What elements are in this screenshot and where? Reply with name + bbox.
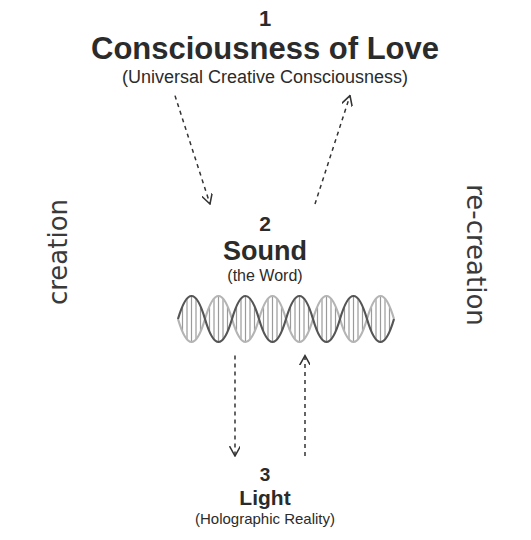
step-number: 2 [223, 212, 307, 236]
side-label: re-creation [463, 184, 489, 326]
node-subtitle: (Holographic Reality) [195, 510, 335, 527]
dashed-arrow [175, 96, 210, 204]
text-node: 1Consciousness of Love(Universal Creativ… [85, 4, 445, 90]
node-subtitle: (Universal Creative Consciousness) [91, 67, 439, 88]
text-node: 2Sound(the Word) [217, 210, 313, 350]
node-heading: Sound [223, 236, 307, 267]
step-number: 1 [91, 6, 439, 31]
helix-strand [178, 296, 394, 342]
dna-helix [178, 296, 394, 342]
step-number: 3 [195, 464, 335, 486]
node-subtitle: (the Word) [223, 267, 307, 285]
dashed-arrow [304, 356, 306, 456]
dashed-arrow [234, 356, 236, 456]
node-heading: Light [195, 486, 335, 510]
helix-strand [178, 296, 394, 342]
dashed-arrow [315, 96, 350, 204]
side-label: creation [45, 199, 71, 305]
node-heading: Consciousness of Love [91, 31, 439, 67]
text-node: 3Light(Holographic Reality) [189, 462, 341, 529]
